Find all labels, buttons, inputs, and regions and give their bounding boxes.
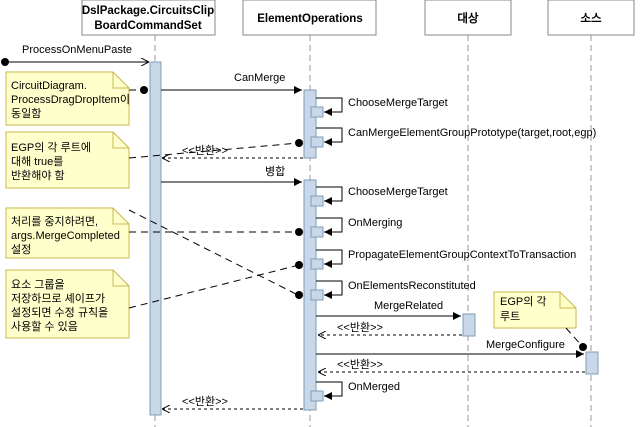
note-anchor-3a [295, 228, 303, 236]
lifeline-header-source: 소스 [547, 0, 635, 36]
message-label: <<반환>> [182, 395, 228, 408]
message-label: ChooseMergeTarget [348, 186, 448, 198]
message-label: MergeRelated [374, 300, 443, 312]
note-connector-5 [565, 327, 583, 347]
activation-source [585, 351, 599, 375]
message-label: OnMerged [348, 381, 400, 393]
note-line: 동일함 [11, 106, 41, 120]
activation-nested-6 [310, 289, 324, 301]
activation-ops-1 [303, 89, 317, 159]
message-label: CanMerge [234, 72, 285, 84]
note-line: EGP의 각 [500, 295, 547, 308]
message-return-2: <<반환>> [318, 321, 462, 335]
note-stop-processing: 처리를 중지하려면, args.MergeCompleted 설정 [5, 207, 130, 259]
note-line: ProcessDragDropItem이 [11, 93, 130, 106]
activation-nested-3 [310, 195, 324, 207]
activation-nested-1 [310, 106, 324, 118]
lifeline-title-line2: BoardCommandSet [94, 20, 202, 32]
lifeline-header-target: 대상 [424, 0, 512, 36]
note-line: 설정 [11, 243, 31, 256]
message-can-merge-prototype: CanMergeElementGroupPrototype(target,roo… [316, 127, 596, 146]
note-connector-4 [128, 264, 300, 309]
note-line: 처리를 중지하려면, [11, 214, 98, 228]
message-return-4: <<반환>> [162, 395, 303, 409]
note-line: 루트 [500, 310, 520, 323]
activation-nested-2 [310, 136, 324, 148]
note-connector-3b [128, 209, 299, 296]
message-label: <<반환>> [337, 321, 383, 334]
note-line: 사용할 수 있음 [11, 320, 78, 333]
note-line: 대해 true를 [11, 154, 63, 168]
note-line: 저장하므로 셰이프가 [11, 291, 105, 305]
note-line: CircuitDiagram. [11, 80, 87, 92]
activation-nested-4 [310, 226, 324, 238]
lifeline-title: ElementOperations [257, 13, 362, 25]
message-return-1: <<반환>> [162, 144, 303, 158]
note-line: 설정되면 수정 규칙을 [11, 306, 108, 319]
activation-nested-7 [310, 390, 324, 402]
lifeline-title-line1: DslPackage.CircuitsClip [82, 5, 214, 17]
message-on-merged: OnMerged [316, 381, 400, 400]
message-on-elements-reconstituted: OnElementsReconstituted [316, 280, 476, 299]
note-line: 반환해야 함 [11, 168, 65, 182]
message-label: 병합 [265, 165, 285, 178]
note-anchor-5 [579, 343, 587, 351]
message-return-3: <<반환>> [318, 358, 585, 372]
message-on-merging: OnMerging [316, 217, 402, 236]
note-egp-root: EGP의 각 루트 [493, 291, 577, 329]
note-egp-true: EGP의 각 루트에 대해 true를 반환해야 함 [5, 131, 130, 189]
message-label: ChooseMergeTarget [348, 97, 448, 109]
lifeline-title: 대상 [457, 11, 479, 25]
message-label: MergeConfigure [486, 339, 565, 351]
message-label: OnElementsReconstituted [348, 280, 476, 292]
lifeline-header-element-operations: ElementOperations [242, 0, 377, 36]
message-propagate-context: PropagateElementGroupContextToTransactio… [316, 249, 576, 268]
message-label: ProcessOnMenuPaste [22, 44, 132, 56]
message-can-merge: CanMerge [161, 72, 302, 94]
message-label: <<반환>> [182, 144, 228, 157]
activation-dsl [149, 61, 162, 416]
activation-nested-5 [310, 258, 324, 270]
message-merge-configure: MergeConfigure [316, 339, 584, 358]
note-anchor-1 [140, 86, 148, 94]
note-element-group: 요소 그룹을 저장하므로 셰이프가 설정되면 수정 규칙을 사용할 수 있음 [5, 269, 130, 339]
message-choose-merge-target-2: ChooseMergeTarget [316, 186, 448, 205]
lifeline-title: 소스 [580, 12, 602, 25]
message-choose-merge-target-1: ChooseMergeTarget [316, 97, 448, 116]
note-anchor-4 [295, 261, 303, 269]
message-label: <<반환>> [337, 358, 383, 371]
lifeline-header-dsl-package: DslPackage.CircuitsClip BoardCommandSet [81, 0, 216, 36]
message-label: CanMergeElementGroupPrototype(target,roo… [348, 127, 596, 139]
note-circuit-diagram: CircuitDiagram. ProcessDragDropItem이 동일함 [5, 71, 130, 126]
message-process-on-menu-paste: ProcessOnMenuPaste [1, 44, 149, 66]
note-line: args.MergeCompleted [11, 230, 120, 242]
note-anchor-3b [295, 291, 303, 299]
note-anchor-2 [295, 139, 303, 147]
message-merge: 병합 [161, 165, 302, 186]
message-merge-related: MergeRelated [316, 300, 461, 320]
message-label: OnMerging [348, 217, 402, 229]
note-line: EGP의 각 루트에 [11, 141, 91, 154]
note-line: 요소 그룹을 [11, 278, 65, 291]
message-label: PropagateElementGroupContextToTransactio… [348, 249, 576, 261]
note-connector-2 [128, 142, 300, 159]
activation-target [462, 313, 476, 337]
